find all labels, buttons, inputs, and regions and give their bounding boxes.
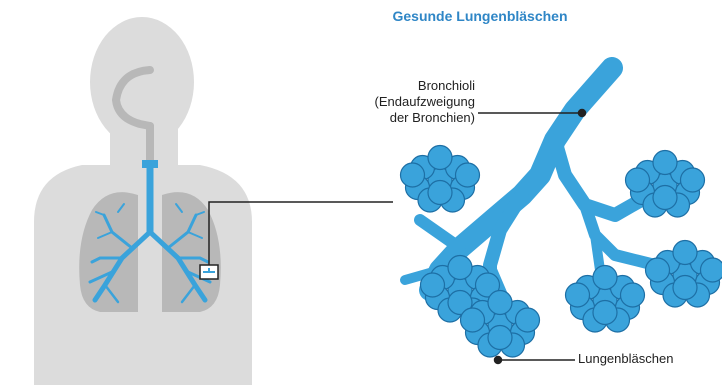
alveolus [428,146,452,170]
alveolus-cluster [566,266,645,333]
alveolus [456,163,480,187]
alveoli-label: Lungenbläschen [578,351,673,367]
alveolus [461,308,485,332]
alveolus-cluster [646,241,722,308]
alveolus [701,258,722,282]
alveolus-cluster [401,146,480,213]
bronchioles-label: Bronchioli (Endaufzweigung der Bronchien… [270,78,475,126]
diagram-title: Gesunde Lungenbläschen [350,8,610,24]
alveolus [593,301,617,325]
alveolus [428,181,452,205]
alveolus [488,291,512,315]
alveolus [621,283,645,307]
alveolus [646,258,670,282]
alveolus [673,276,697,300]
alveolus [653,186,677,210]
alveolus [681,168,705,192]
alveolus [566,283,590,307]
alveolus [488,326,512,350]
alveolus [673,241,697,265]
alveolus [653,151,677,175]
alveolus [448,256,472,280]
alveolus [516,308,540,332]
alveolus [626,168,650,192]
alveolus [401,163,425,187]
alveolus [421,273,445,297]
alveolus [593,266,617,290]
